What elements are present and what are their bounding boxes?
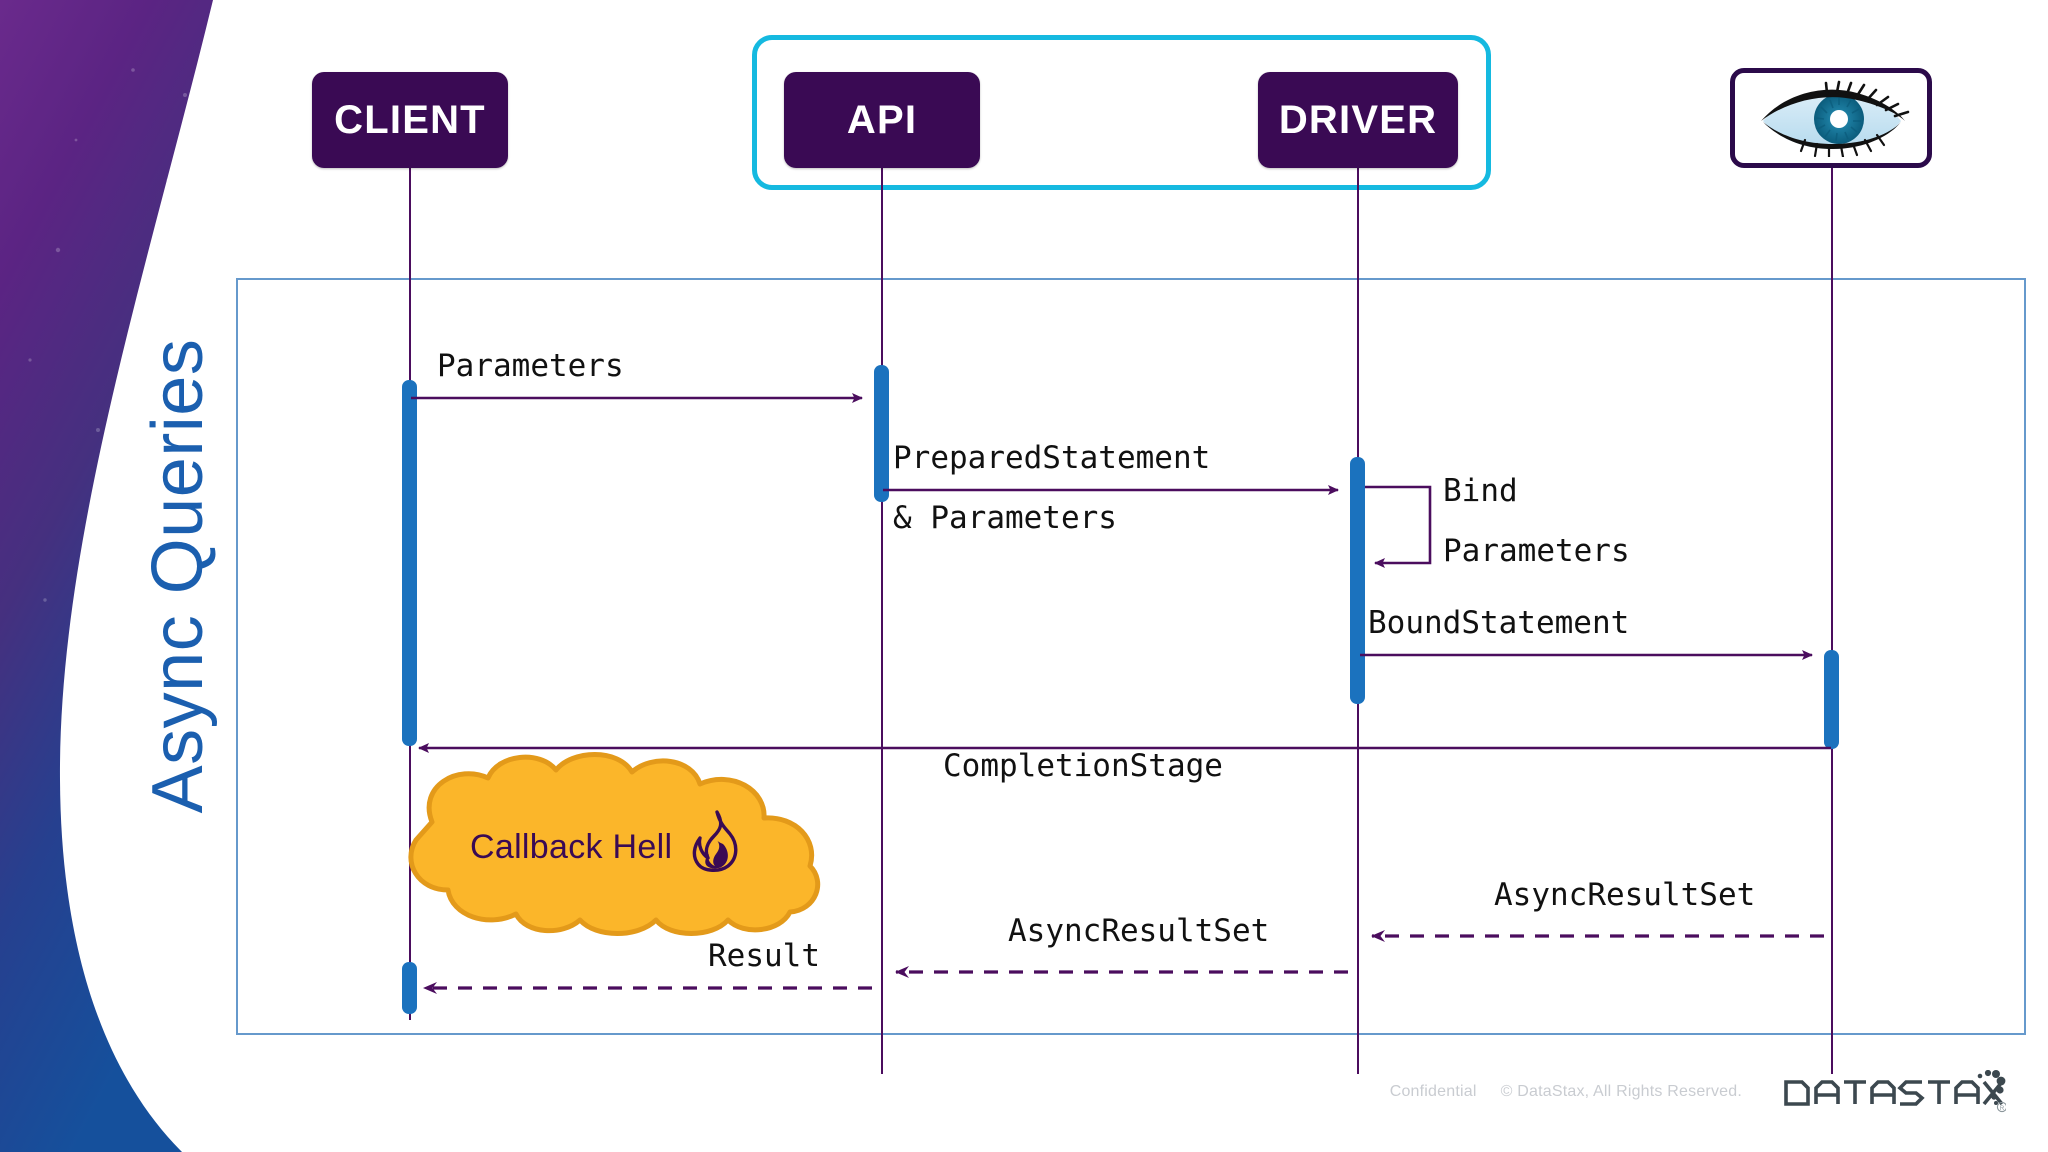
flame-icon [692,810,738,872]
label-asyncresultset-observer: AsyncResultSet [1494,877,1756,913]
group-box-api-driver [752,35,1491,190]
side-title-text: Async Queries [138,338,218,814]
label-bind: Bind [1443,473,1518,509]
activation-observer-main [1824,650,1839,749]
label-bind-parameters: Parameters [1443,533,1630,569]
participant-observer[interactable] [1730,68,1932,168]
callback-hell-cloud [408,752,821,936]
svg-text:R: R [2000,1106,2005,1112]
activation-client-result [402,962,417,1014]
activation-api-main [874,365,889,502]
participant-driver-label: DRIVER [1278,97,1438,142]
callback-hell-label: Callback Hell [470,828,673,866]
footer-confidential: Confidential [1389,1083,1477,1100]
lifeline-api [881,168,883,1074]
participant-client-label: CLIENT [334,97,486,142]
participant-driver[interactable]: DRIVER [1258,72,1458,168]
participant-api-label: API [846,97,918,142]
activation-driver-main [1350,457,1365,704]
participant-api[interactable]: API [784,72,980,168]
label-and-parameters: & Parameters [893,500,1117,536]
sequence-diagram-frame [236,278,2026,1035]
label-result: Result [708,938,820,974]
datastax-logo: R [1780,1070,2006,1114]
eye-icon [1761,80,1910,157]
label-parameters: Parameters [437,348,624,384]
label-completionstage: CompletionStage [943,748,1223,784]
footer-copyright: © DataStax, All Rights Reserved. [1500,1083,1742,1100]
activation-client-main [402,380,417,746]
lifeline-observer [1831,168,1833,1074]
label-boundstatement: BoundStatement [1368,605,1630,641]
label-preparedstatement: PreparedStatement [893,440,1211,476]
participant-client[interactable]: CLIENT [312,72,508,168]
slide-side-title: Async Queries [108,0,248,1152]
slide-footer: Confidential © DataStax, All Rights Rese… [0,1062,2048,1122]
label-asyncresultset-driver: AsyncResultSet [1008,913,1270,949]
datastax-logo-mark: R [1784,1070,2006,1112]
